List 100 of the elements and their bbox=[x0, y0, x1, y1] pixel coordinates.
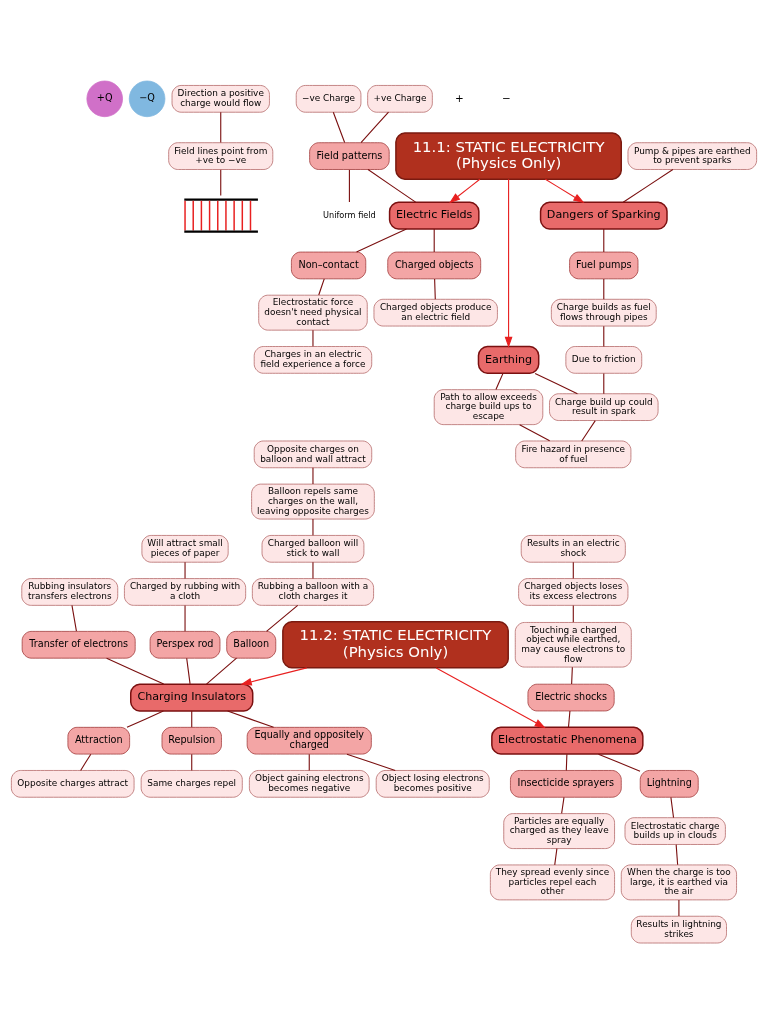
node-box: Fuel pumps bbox=[569, 251, 639, 280]
node-circle: −Q bbox=[128, 80, 166, 118]
node-box: Charging Insulators bbox=[130, 683, 254, 712]
label: − bbox=[501, 91, 511, 104]
connector bbox=[622, 169, 674, 203]
connector bbox=[346, 753, 396, 772]
connector bbox=[80, 753, 92, 772]
arrow bbox=[435, 667, 546, 729]
connector bbox=[126, 710, 164, 728]
connector bbox=[355, 228, 407, 253]
arrow bbox=[504, 178, 513, 349]
node-box: Transfer of electrons bbox=[21, 631, 136, 659]
connector bbox=[603, 372, 605, 395]
node-box: Dangers of Sparking bbox=[539, 201, 668, 230]
connector bbox=[184, 561, 186, 580]
connector bbox=[603, 228, 605, 253]
connector bbox=[367, 169, 417, 203]
connector bbox=[205, 657, 238, 685]
node-box: Electrostatic Phenomena bbox=[491, 726, 644, 755]
node-box: +ve Charge bbox=[367, 85, 433, 113]
connector bbox=[360, 111, 390, 144]
node-box: Charged balloon will stick to wall bbox=[261, 535, 365, 563]
connector bbox=[561, 796, 565, 814]
node-box: Opposite charges attract bbox=[11, 770, 135, 798]
node-box: Equally and oppositely charged bbox=[246, 726, 372, 755]
node-box: Results in an electric shock bbox=[520, 535, 626, 563]
node-box: Charge builds as fuel flows through pipes bbox=[551, 298, 657, 327]
node-box: −ve Charge bbox=[295, 85, 362, 113]
node-box: Attraction bbox=[67, 726, 130, 755]
connector bbox=[312, 329, 314, 347]
node-circle: +Q bbox=[86, 80, 123, 118]
connector bbox=[597, 753, 641, 772]
connector bbox=[186, 657, 191, 685]
node-box: Will attract small pieces of paper bbox=[141, 535, 229, 563]
node-box: Touching a charged object while earthed, may cause electrons to flow bbox=[514, 622, 632, 668]
node-box: Electric Fields bbox=[388, 201, 480, 230]
arrow bbox=[449, 178, 481, 204]
node-box: Field patterns bbox=[309, 142, 390, 170]
connector bbox=[433, 228, 435, 253]
node-box: Path to allow exceeds charge build ups to escape bbox=[433, 389, 544, 425]
arrow bbox=[544, 178, 585, 204]
node-box: Charged objects bbox=[387, 251, 482, 280]
arrow bbox=[240, 667, 308, 686]
connector bbox=[312, 561, 314, 580]
connector bbox=[565, 753, 568, 772]
node-box: Charge build up could result in spark bbox=[549, 393, 659, 421]
node-box: When the charge is too large, it is earthed via the air bbox=[620, 864, 737, 901]
node-box: Charges in an electric field experience a force bbox=[253, 346, 373, 374]
node-box: Electrostatic charge builds up in clouds bbox=[624, 817, 726, 845]
label: + bbox=[455, 91, 464, 104]
connector bbox=[220, 111, 222, 144]
connector bbox=[534, 372, 578, 395]
connector bbox=[434, 278, 436, 300]
node-text: Uniform field bbox=[323, 209, 376, 220]
node-box: Charged by rubbing with a cloth bbox=[124, 578, 247, 606]
node-box: Rubbing insulators transfers electrons bbox=[21, 578, 119, 606]
node-box: Earthing bbox=[477, 345, 540, 375]
connector bbox=[571, 666, 573, 685]
connector bbox=[603, 325, 605, 348]
node-box: Repulsion bbox=[161, 726, 222, 755]
connector bbox=[572, 561, 574, 580]
connector bbox=[106, 657, 165, 685]
node-box: Pump & pipes are earthed to prevent sparks bbox=[627, 142, 757, 170]
node-box: Results in lightning strikes bbox=[630, 915, 727, 944]
node-box: Electrostatic force doesn't need physical contact bbox=[258, 294, 368, 331]
node-box: Charged objects loses its excess electrons bbox=[518, 578, 629, 606]
connector bbox=[332, 111, 346, 144]
node-box: Object losing electrons becomes positive bbox=[375, 770, 490, 798]
node-box: Charged objects produce an electric field bbox=[373, 298, 498, 327]
node-box: 11.2: STATIC ELECTRICITY (Physics Only) bbox=[282, 620, 509, 669]
node-box: Non–contact bbox=[291, 251, 367, 280]
connector bbox=[312, 467, 314, 485]
node-box: 11.1: STATIC ELECTRICITY (Physics Only) bbox=[395, 132, 622, 180]
connector bbox=[567, 710, 571, 728]
connector bbox=[220, 169, 222, 196]
node-box: Particles are equally charged as they leave spray bbox=[503, 813, 615, 849]
node-box: Perspex rod bbox=[149, 631, 221, 659]
connector bbox=[227, 710, 275, 728]
connector bbox=[603, 278, 605, 300]
node-box: Lightning bbox=[639, 770, 699, 798]
node-box: Same charges repel bbox=[140, 770, 243, 798]
connector bbox=[348, 169, 350, 203]
node-box: Opposite charges on balloon and wall attract bbox=[253, 440, 373, 469]
node-box: Electric shocks bbox=[527, 683, 615, 712]
node-box: Insecticide sprayers bbox=[510, 770, 622, 798]
connector bbox=[678, 899, 680, 917]
connector bbox=[554, 848, 558, 866]
node-box: Rubbing a balloon with a cloth charges it bbox=[252, 578, 374, 606]
connector bbox=[312, 518, 314, 536]
node-box: Fire hazard in presence of fuel bbox=[515, 440, 632, 469]
connector bbox=[675, 844, 679, 866]
connector bbox=[184, 604, 186, 632]
connector bbox=[495, 372, 504, 390]
connector bbox=[581, 420, 596, 442]
node-box: Balloon repels same charges on the wall, leaving opposite charges bbox=[251, 483, 375, 520]
node-box: They spread evenly since particles repel each other bbox=[490, 864, 615, 901]
node-box: Direction a positive charge would flow bbox=[171, 85, 270, 113]
node-box: Balloon bbox=[226, 631, 277, 659]
node-box: Field lines point from +ve to −ve bbox=[168, 142, 274, 170]
node-box: Due to friction bbox=[565, 346, 643, 374]
